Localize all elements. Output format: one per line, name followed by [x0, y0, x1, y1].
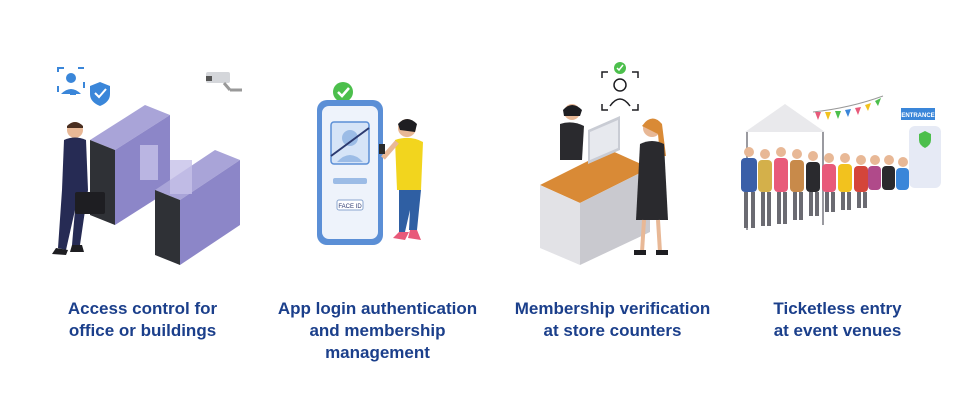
phone-device: FACE ID [317, 100, 383, 245]
use-case-store-counter: Membership verification at store counter… [490, 0, 735, 400]
face-id-icon [57, 67, 85, 95]
clerk-figure [560, 104, 584, 160]
shield-icon [90, 82, 110, 106]
store-counter [540, 150, 650, 265]
phone-face-id-label: FACE ID [338, 204, 362, 210]
woman-with-phone [379, 119, 423, 240]
bunting-flags [812, 95, 884, 120]
event-venue-illustration: ENTRANCE [741, 95, 941, 230]
use-case-event-venue: ENTRANCE [715, 0, 960, 400]
entrance-sign: ENTRANCE [901, 108, 935, 120]
caption-app-login: App login authentication and membership … [277, 299, 478, 362]
app-login-illustration: FACE ID [317, 82, 423, 245]
businessman-figure [52, 122, 105, 255]
entrance-sign-label: ENTRANCE [901, 113, 934, 119]
use-case-app-login: FACE ID App login authentication and mem… [255, 0, 500, 400]
caption-event-venue: Ticketless entry at event venues [773, 299, 902, 340]
face-scan-icon [601, 62, 639, 111]
security-camera-icon [206, 72, 242, 92]
caption-access-control: Access control for office or buildings [67, 299, 218, 340]
entrance-gate [909, 126, 941, 188]
turnstile-gate [90, 105, 240, 265]
queue-of-people [741, 147, 909, 228]
use-case-access-control: Access control for office or buildings [20, 0, 265, 400]
customer-figure [634, 118, 668, 255]
caption-store-counter: Membership verification at store counter… [514, 299, 711, 340]
store-counter-illustration [540, 62, 668, 265]
monitor [588, 116, 620, 164]
access-gate-illustration [52, 67, 242, 265]
check-badge-icon [333, 82, 353, 102]
